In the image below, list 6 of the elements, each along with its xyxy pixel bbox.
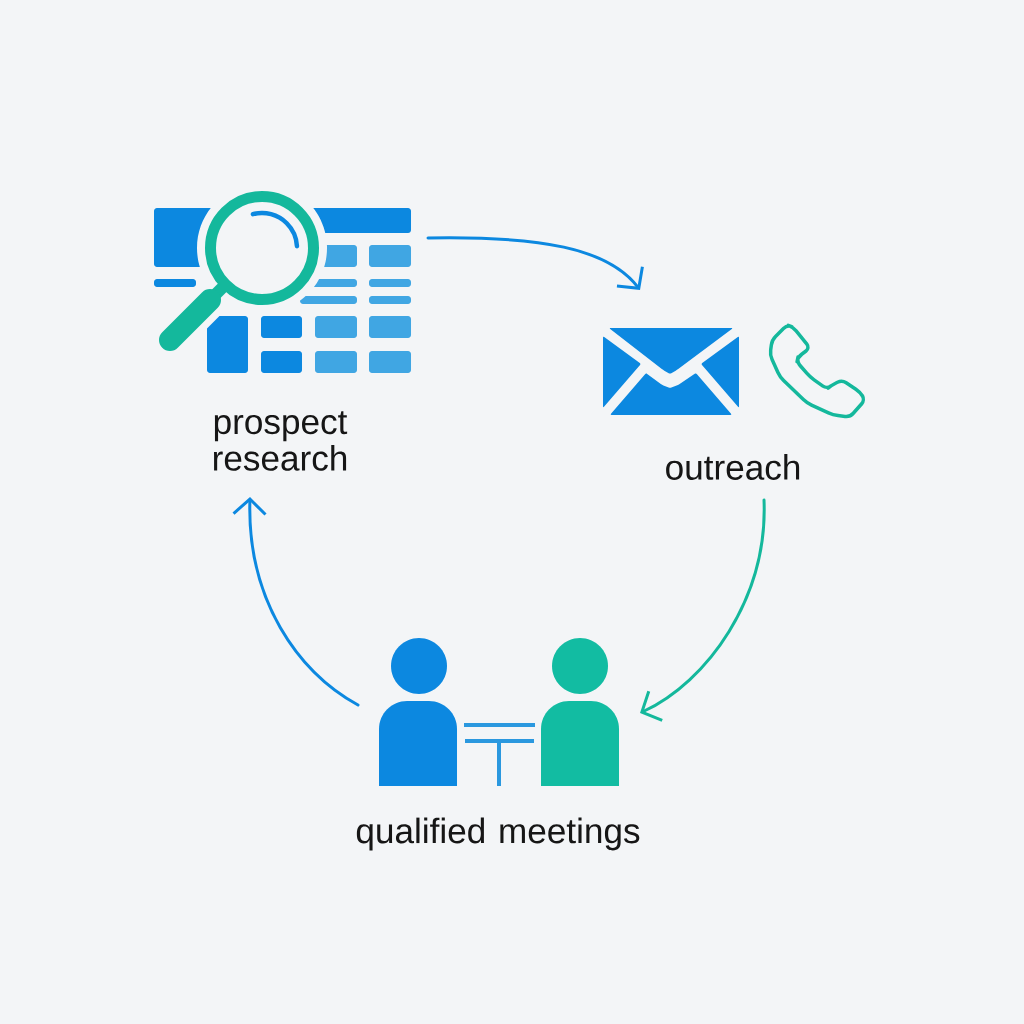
arrow [232, 497, 360, 707]
arrow [640, 498, 766, 722]
arrow [426, 236, 644, 290]
node-label: prospect research [213, 411, 348, 471]
node-label: outreach [666, 454, 800, 480]
node-label: qualified meetings [356, 817, 640, 851]
